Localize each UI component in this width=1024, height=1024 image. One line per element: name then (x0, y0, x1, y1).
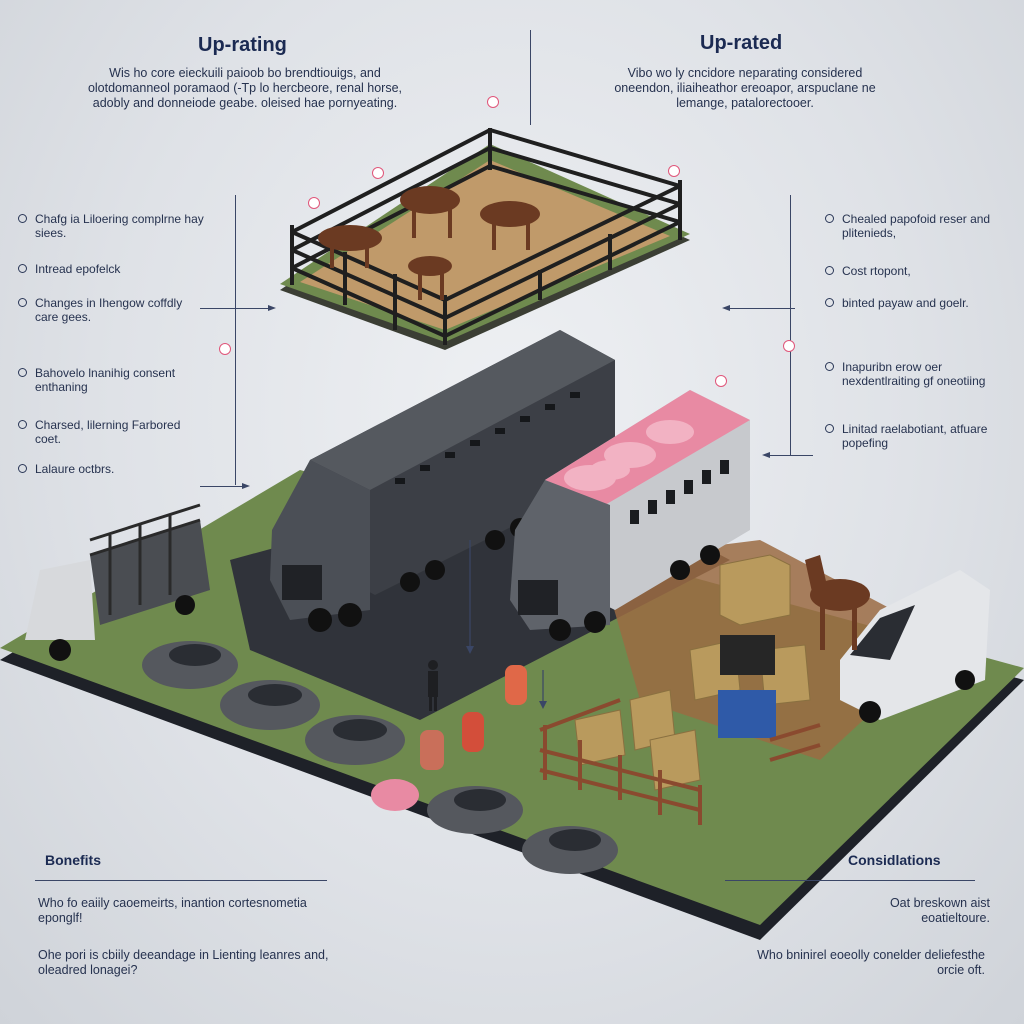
pink-bundle (371, 779, 419, 811)
bullet-icon (825, 266, 834, 275)
right-item: Linitad raelabotiant, atfuare popefing (825, 422, 1015, 456)
flatbed-truck (25, 503, 210, 661)
bullet-icon (825, 214, 834, 223)
up-rating-description: Wis ho core eieckuili paioob bo brendtio… (87, 66, 403, 110)
up-rated-description: Vibo wo ly cncidore neparating considere… (614, 66, 876, 110)
bullet-icon (18, 264, 27, 273)
traffic-cones (420, 665, 527, 770)
marker-3 (308, 197, 320, 209)
bullet-icon (18, 420, 27, 429)
white-van (840, 570, 990, 723)
marker-4 (219, 343, 231, 355)
right-item: Inapuribn erow oer nexdentlraiting gf on… (825, 360, 1015, 422)
left-item: Lalaure octbrs. (18, 462, 208, 482)
wooden-fence (539, 698, 821, 825)
connector-line (725, 308, 795, 309)
left-item: Intread epofelck (18, 262, 208, 296)
left-item: Charsed, lilerning Farbored coet. (18, 418, 208, 462)
bullet-icon (18, 368, 27, 377)
marker-1 (372, 167, 384, 179)
footer-divider (725, 880, 975, 881)
bullet-icon (825, 298, 834, 307)
connector-line (200, 486, 245, 487)
dark-horse-truck (270, 330, 615, 632)
marker-6 (715, 375, 727, 387)
considerations-line-1: Oat breskown aist eoatieltoure. (889, 896, 990, 925)
left-item: Changes in Ihengow coffdly care gees. (18, 296, 208, 366)
benefits-line-2: Ohe pori is cbiily deeandage in Lienting… (38, 948, 329, 977)
bullet-icon (825, 424, 834, 433)
considerations-title: Considlations (848, 852, 941, 868)
horses (318, 186, 540, 300)
connector-line (790, 195, 791, 455)
person-figure (428, 660, 438, 711)
right-item: binted payaw and goelr. (825, 296, 1015, 360)
marker-a (487, 96, 499, 108)
bullet-icon (18, 298, 27, 307)
bullet-icon (825, 362, 834, 371)
title-up-rating: Up-rating (198, 34, 287, 56)
right-feature-list: Chealed papofoid reser and plitenieds, C… (825, 212, 1015, 456)
marker-2 (668, 165, 680, 177)
connector-line (530, 30, 531, 125)
silver-cargo-truck (510, 390, 750, 641)
connector-line (235, 195, 236, 485)
left-feature-list: Chafg ia Liloering complrne hay siees. I… (18, 212, 208, 482)
standing-horse (805, 555, 870, 650)
black-bale (720, 635, 775, 675)
left-item: Chafg ia Liloering complrne hay siees. (18, 212, 208, 262)
right-item: Cost rtopont, (825, 264, 1015, 296)
footer-divider (35, 880, 327, 881)
title-up-rated: Up-rated (700, 32, 783, 54)
connector-line (765, 455, 813, 456)
connector-line (200, 308, 270, 309)
considerations-line-2: Who bninirel eoeolly conelder deliefesth… (757, 948, 985, 977)
bullet-icon (18, 464, 27, 473)
benefits-title: Bonefits (45, 852, 101, 868)
marker-5 (783, 340, 795, 352)
parked-cars (142, 641, 618, 874)
paddock-enclosure (280, 127, 690, 350)
bullet-icon (18, 214, 27, 223)
benefits-line-1: Who fo eaiily caoemeirts, inantion corte… (38, 896, 307, 925)
blue-container (718, 690, 776, 738)
left-item: Bahovelo lnanihig consent enthaning (18, 366, 208, 418)
right-item: Chealed papofoid reser and plitenieds, (825, 212, 1015, 264)
arrows (242, 305, 770, 709)
